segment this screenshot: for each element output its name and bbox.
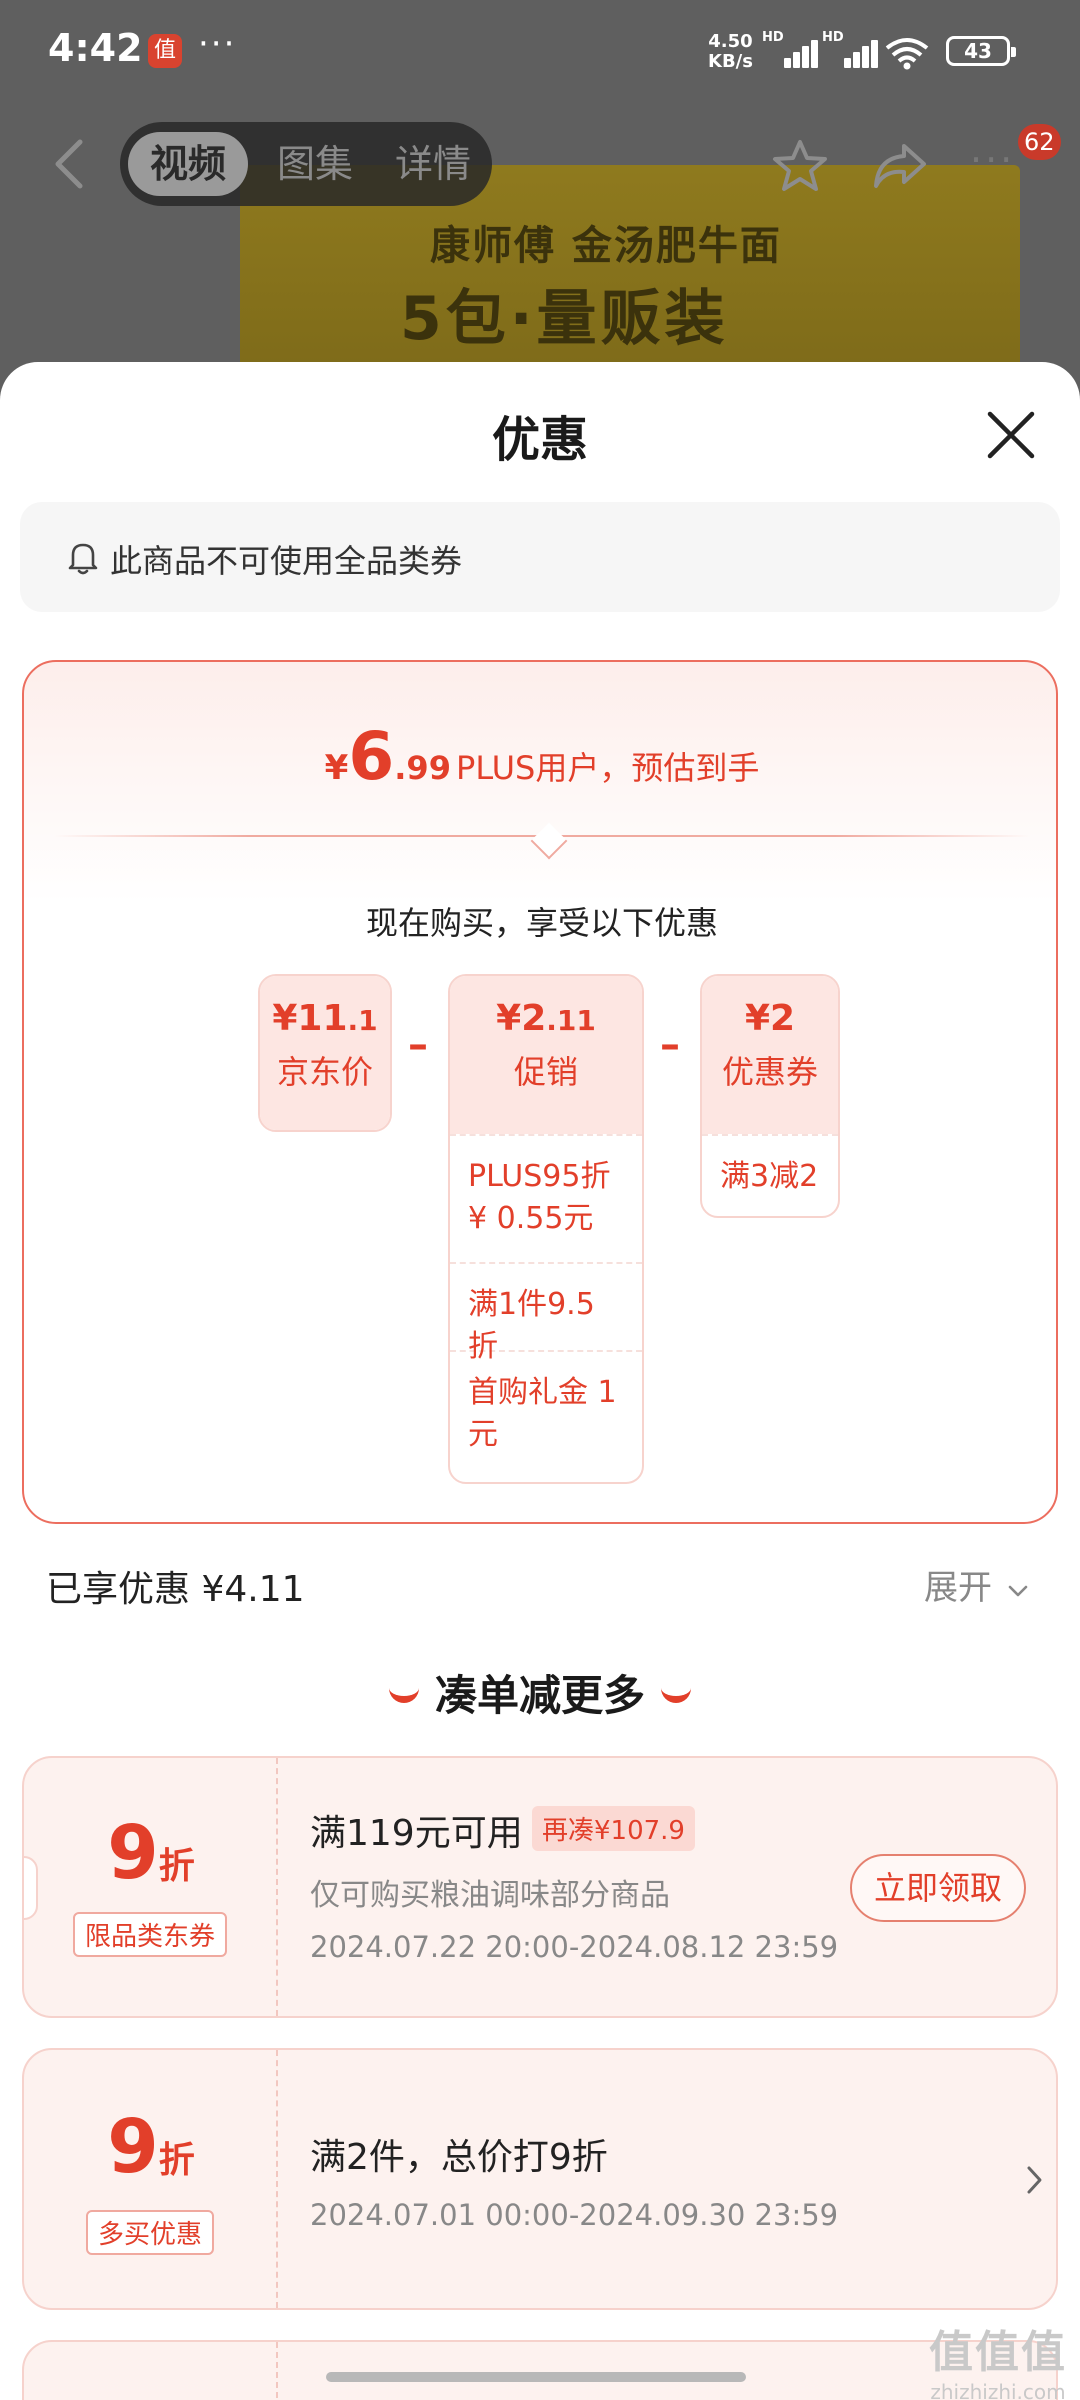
more-options-icon[interactable]: ··· — [970, 138, 1016, 182]
estimate-dec: .99 — [394, 749, 451, 787]
coupon-condition: 满119元可用 — [310, 1813, 523, 1854]
coupon-currency: ¥ — [744, 998, 770, 1039]
status-time: 4:42 — [48, 26, 143, 70]
coupon-date: 2024.07.22 20:00-2024.08.12 23:59 — [310, 1930, 839, 1964]
coupon-item: 满3减2 — [702, 1134, 838, 1216]
discount-sheet: 优惠 此商品不可使用全品类券 ¥6.99 PLUS用户，预估到手 现在购买，享受… — [0, 362, 1080, 2400]
share-arrow-icon[interactable] — [870, 138, 930, 194]
coupon-title: 优惠券 — [721, 1053, 818, 1091]
minus-sign: – — [408, 1022, 428, 1068]
minus-sign-2: – — [660, 1022, 680, 1068]
jd-price-currency: ¥ — [272, 998, 298, 1039]
section-title-text: 凑单减更多 — [434, 1671, 645, 1720]
claim-coupon-button[interactable]: 立即领取 — [850, 1854, 1026, 1922]
watermark: 值值值 zhizhizhi.com — [928, 2316, 1068, 2400]
cell-signal-icon: HD — [762, 30, 818, 68]
jd-price-int: 11 — [297, 998, 348, 1039]
home-indicator[interactable] — [326, 2372, 746, 2382]
calc-subtitle: 现在购买，享受以下优惠 — [365, 904, 718, 942]
coupon-card-3[interactable] — [22, 2340, 1058, 2400]
discount-unit-2: 折 — [158, 2140, 195, 2181]
background-product-page: 康师傅 金汤肥牛面 5包·量贩装 4:42 值 ··· 4.50 KB/s HD… — [0, 0, 1080, 420]
decor-arc-left — [388, 1687, 419, 1703]
discount-number-2: 9 — [107, 2104, 159, 2190]
tab-gallery[interactable]: 图集 — [276, 142, 353, 186]
battery-icon: 43 — [946, 36, 1016, 66]
wifi-icon — [885, 38, 929, 70]
coupon-condition-2: 满2件，总价打9折 — [310, 2137, 608, 2178]
estimate-label: PLUS用户，预估到手 — [456, 749, 760, 787]
price-breakdown-card: ¥6.99 PLUS用户，预估到手 现在购买，享受以下优惠 ¥11.1 京东价 … — [22, 660, 1058, 1524]
notice-text: 此商品不可使用全品类券 — [110, 542, 463, 580]
section-title: 凑单减更多 — [0, 1662, 1080, 1723]
expand-button[interactable]: 展开 — [924, 1560, 1029, 1609]
chevron-down-icon — [1008, 1585, 1028, 1597]
watermark-logo: 值值值 — [929, 2327, 1067, 2378]
media-tabs: 视频 图集 详情 — [120, 122, 492, 206]
promo-item-full-discount: 满1件9.5折 — [450, 1262, 642, 1364]
network-speed-value: 4.50 — [708, 31, 753, 52]
coupon-box: ¥2 优惠券 满3减2 — [700, 974, 840, 1218]
status-bar: 4:42 值 ··· 4.50 KB/s HD HD 43 — [0, 0, 1080, 100]
promo-item-plus-discount: PLUS95折 ¥ 0.55元 — [450, 1134, 642, 1262]
jd-price-dec: .1 — [347, 1004, 378, 1037]
coupon-left: 9折 限品类东券 — [24, 1758, 278, 2016]
signal-hd-label: HD — [762, 30, 784, 45]
promo-dec: .11 — [546, 1004, 596, 1037]
back-arrow-icon[interactable] — [50, 136, 90, 192]
coupon-date-2: 2024.07.01 00:00-2024.09.30 23:59 — [310, 2198, 839, 2232]
coupon-extra-needed: 再凑¥107.9 — [532, 1806, 695, 1851]
estimate-currency: ¥ — [324, 748, 349, 788]
watermark-url: zhizhizhi.com — [930, 2380, 1066, 2400]
discount-unit: 折 — [158, 1846, 195, 1887]
cell-signal-icon-2: HD — [822, 30, 878, 68]
coupon-type-tag: 限品类东券 — [72, 1912, 228, 1957]
decor-arc-right — [661, 1687, 691, 1703]
saved-amount: 已享优惠 ¥4.11 — [46, 1569, 305, 1610]
promo-item-first-gift: 首购礼金 1元 — [450, 1350, 642, 1476]
coupon-discount-2: 9折 — [24, 2104, 278, 2190]
jd-price-title: 京东价 — [276, 1053, 373, 1091]
coupon-discount: 9折 — [24, 1810, 278, 1896]
discount-number: 9 — [107, 1810, 159, 1896]
network-speed: 4.50 KB/s — [708, 32, 753, 72]
product-brand-text: 康师傅 金汤肥牛面 — [430, 223, 782, 269]
promo-title: 促销 — [513, 1053, 578, 1091]
jd-price-box: ¥11.1 京东价 — [258, 974, 392, 1132]
estimate-int: 6 — [348, 718, 395, 795]
bell-icon — [68, 543, 98, 575]
coupon-left-3 — [24, 2342, 278, 2400]
app-notification-icon: 值 — [148, 34, 182, 68]
network-speed-unit: KB/s — [708, 51, 753, 72]
favorite-star-icon[interactable] — [770, 138, 830, 194]
coupon-type-tag-2: 多买优惠 — [85, 2210, 215, 2255]
divider-notch — [530, 822, 568, 860]
product-pack-text: 5包·量贩装 — [400, 284, 729, 354]
coupon-notice-bar: 此商品不可使用全品类券 — [20, 502, 1060, 612]
message-count-badge: 62 — [1018, 124, 1061, 160]
coupon-desc: 仅可购买粮油调味部分商品 — [310, 1878, 670, 1913]
estimated-price: ¥6.99 PLUS用户，预估到手 — [24, 718, 1060, 795]
promo-int: 2 — [521, 998, 547, 1039]
signal-hd-label-2: HD — [822, 30, 844, 45]
coupon-card-2[interactable]: 9折 多买优惠 满2件，总价打9折 2024.07.01 00:00-2024.… — [22, 2048, 1058, 2310]
more-notifications-icon: ··· — [198, 24, 237, 64]
close-icon[interactable] — [982, 406, 1040, 464]
coupon-card[interactable]: 9折 限品类东券 满119元可用 再凑¥107.9 仅可购买粮油调味部分商品 2… — [22, 1756, 1058, 2018]
expand-label: 展开 — [924, 1568, 992, 1608]
sheet-title: 优惠 — [491, 412, 588, 468]
promotion-box: ¥2.11 促销 PLUS95折 ¥ 0.55元 满1件9.5折 首购礼金 1元 — [448, 974, 644, 1484]
tab-video[interactable]: 视频 — [128, 132, 248, 196]
chevron-right-icon[interactable] — [1024, 2162, 1046, 2198]
tab-details[interactable]: 详情 — [394, 142, 471, 186]
coupon-int: 2 — [770, 998, 796, 1039]
coupon-left-2: 9折 多买优惠 — [24, 2050, 278, 2308]
promo-currency: ¥ — [496, 998, 522, 1039]
product-nav-bar: 视频 图集 详情 ··· 62 — [0, 120, 1080, 210]
